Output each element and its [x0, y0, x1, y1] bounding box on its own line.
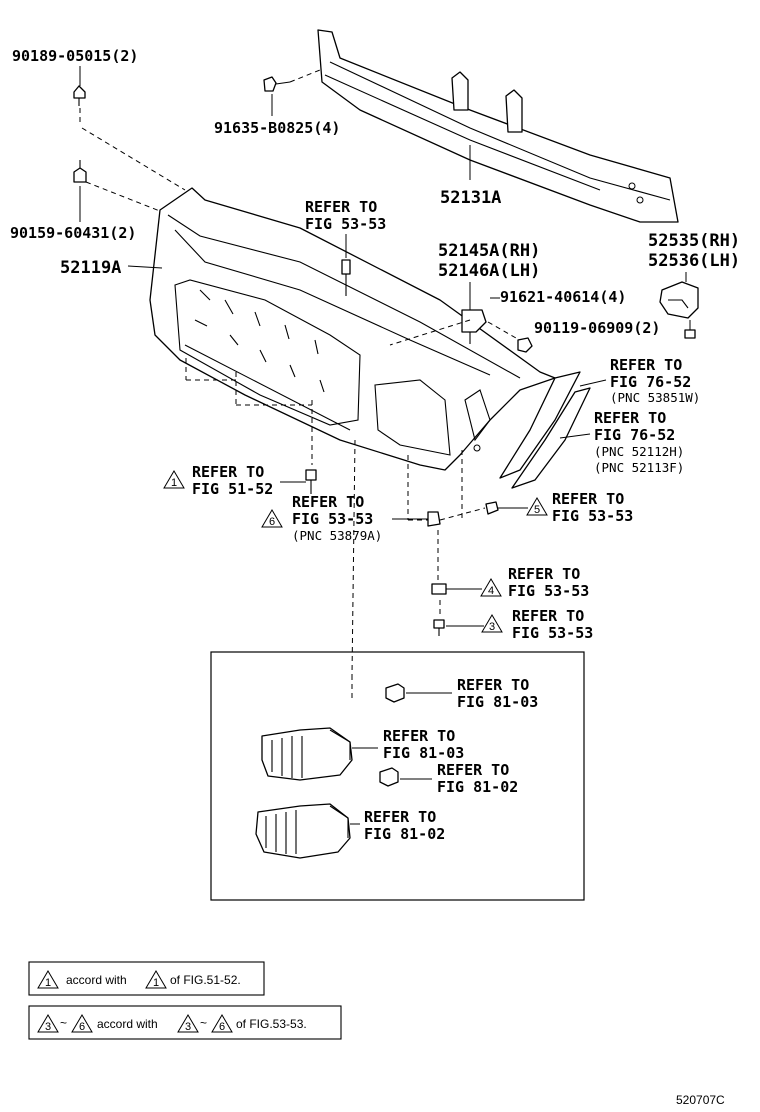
- triangle-3-number: 3: [489, 621, 495, 633]
- note2-triangle-6a: 6: [79, 1021, 85, 1033]
- fig-53-53-4: FIG 53-53: [508, 582, 589, 600]
- reinforcement-bolt-part: [263, 76, 291, 92]
- screw-5-part: [485, 501, 499, 515]
- bolt-lower-label: 90159-60431(2): [10, 224, 136, 242]
- refer-to-label-76b: REFER TO: [594, 409, 666, 427]
- fig-51-52: FIG 51-52: [192, 480, 273, 498]
- fig-53-53-top: FIG 53-53: [305, 215, 386, 233]
- refer-to-label-5: REFER TO: [552, 490, 624, 508]
- note2-triangle-3a: 3: [45, 1021, 51, 1033]
- fig-81-03-a: FIG 81-03: [457, 693, 538, 711]
- retainer-rh-label: 52145A(RH): [438, 241, 540, 261]
- note2-triangle-3b: 3: [185, 1021, 191, 1033]
- fig-81-03-b: FIG 81-03: [383, 744, 464, 762]
- note1-triangle-a: 1: [45, 977, 51, 989]
- refer-to-label-51: REFER TO: [192, 463, 264, 481]
- triangle-5-number: 5: [534, 504, 540, 516]
- retainer-bolt-part: [517, 337, 533, 353]
- bumper-molding-part: [499, 371, 591, 489]
- bracket-rh-label: 52535(RH): [648, 231, 740, 251]
- retainer-bolt-label: 91621-40614(4): [500, 288, 626, 306]
- retainer-part: [461, 309, 487, 344]
- lamp-socket-lower-part: [379, 767, 399, 787]
- bumper-reinforcement-part: [317, 29, 679, 223]
- triangle-1-number: 1: [171, 477, 177, 489]
- fig-81-02-b: FIG 81-02: [364, 825, 445, 843]
- clip-6-part: [427, 511, 441, 527]
- refer-to-label-3: REFER TO: [512, 607, 584, 625]
- bracket-part: [659, 281, 699, 319]
- screw-3-part: [433, 619, 445, 636]
- triangle-6-number: 6: [269, 516, 275, 528]
- note2-tilde-a: ~: [60, 1016, 67, 1030]
- bumper-cover-part: [149, 187, 556, 471]
- fig-53-53-5: FIG 53-53: [552, 507, 633, 525]
- bumper-cover-label: 52119A: [60, 258, 121, 278]
- fig-53-53-3: FIG 53-53: [512, 624, 593, 642]
- lamp-socket-upper-part: [385, 683, 405, 703]
- clip-4-part: [431, 583, 447, 595]
- note1-text-a: accord with: [66, 973, 127, 987]
- fig-81-02-a: FIG 81-02: [437, 778, 518, 796]
- clearance-lamp-part: [261, 727, 353, 781]
- top-clip-part: [341, 259, 351, 296]
- bracket-screw-part: [684, 329, 696, 339]
- note-box-1: [28, 961, 265, 996]
- fig-76-52-a: FIG 76-52: [610, 373, 691, 391]
- note2-text-b: of FIG.53-53.: [236, 1017, 307, 1031]
- pnc-53879a: (PNC 53879A): [292, 528, 382, 543]
- pnc-52112h: (PNC 52112H): [594, 444, 684, 459]
- note-box-2: [28, 1005, 342, 1040]
- note2-text-a: accord with: [97, 1017, 158, 1031]
- refer-to-label-8103a: REFER TO: [457, 676, 529, 694]
- clip-51-part: [305, 469, 317, 494]
- pnc-53851w: (PNC 53851W): [610, 390, 700, 405]
- fig-53-53-6: FIG 53-53: [292, 510, 373, 528]
- reinforcement-bolt-label: 91635-B0825(4): [214, 119, 340, 137]
- refer-to-label-4: REFER TO: [508, 565, 580, 583]
- triangle-4-number: 4: [488, 585, 494, 597]
- refer-to-label-8102b: REFER TO: [364, 808, 436, 826]
- lamp-group-box: [210, 651, 585, 901]
- refer-to-label-6: REFER TO: [292, 493, 364, 511]
- diagram-id: 520707C: [676, 1093, 725, 1107]
- bracket-lh-label: 52536(LH): [648, 251, 740, 271]
- fig-76-52-b: FIG 76-52: [594, 426, 675, 444]
- bolt-upper-part: [73, 85, 86, 106]
- refer-to-label-8102a: REFER TO: [437, 761, 509, 779]
- note1-triangle-b: 1: [153, 977, 159, 989]
- bracket-screw-label: 90119-06909(2): [534, 319, 660, 337]
- retainer-lh-label: 52146A(LH): [438, 261, 540, 281]
- note2-triangle-6b: 6: [219, 1021, 225, 1033]
- refer-to-label-top: REFER TO: [305, 198, 377, 216]
- pnc-52113f: (PNC 52113F): [594, 460, 684, 475]
- note1-text-b: of FIG.51-52.: [170, 973, 241, 987]
- note2-tilde-b: ~: [200, 1016, 207, 1030]
- fog-lamp-part: [255, 803, 351, 859]
- reinforcement-label: 52131A: [440, 188, 501, 208]
- bolt-lower-part: [73, 160, 87, 183]
- refer-to-label-76a: REFER TO: [610, 356, 682, 374]
- bolt-upper-label: 90189-05015(2): [12, 47, 138, 65]
- refer-to-label-8103b: REFER TO: [383, 727, 455, 745]
